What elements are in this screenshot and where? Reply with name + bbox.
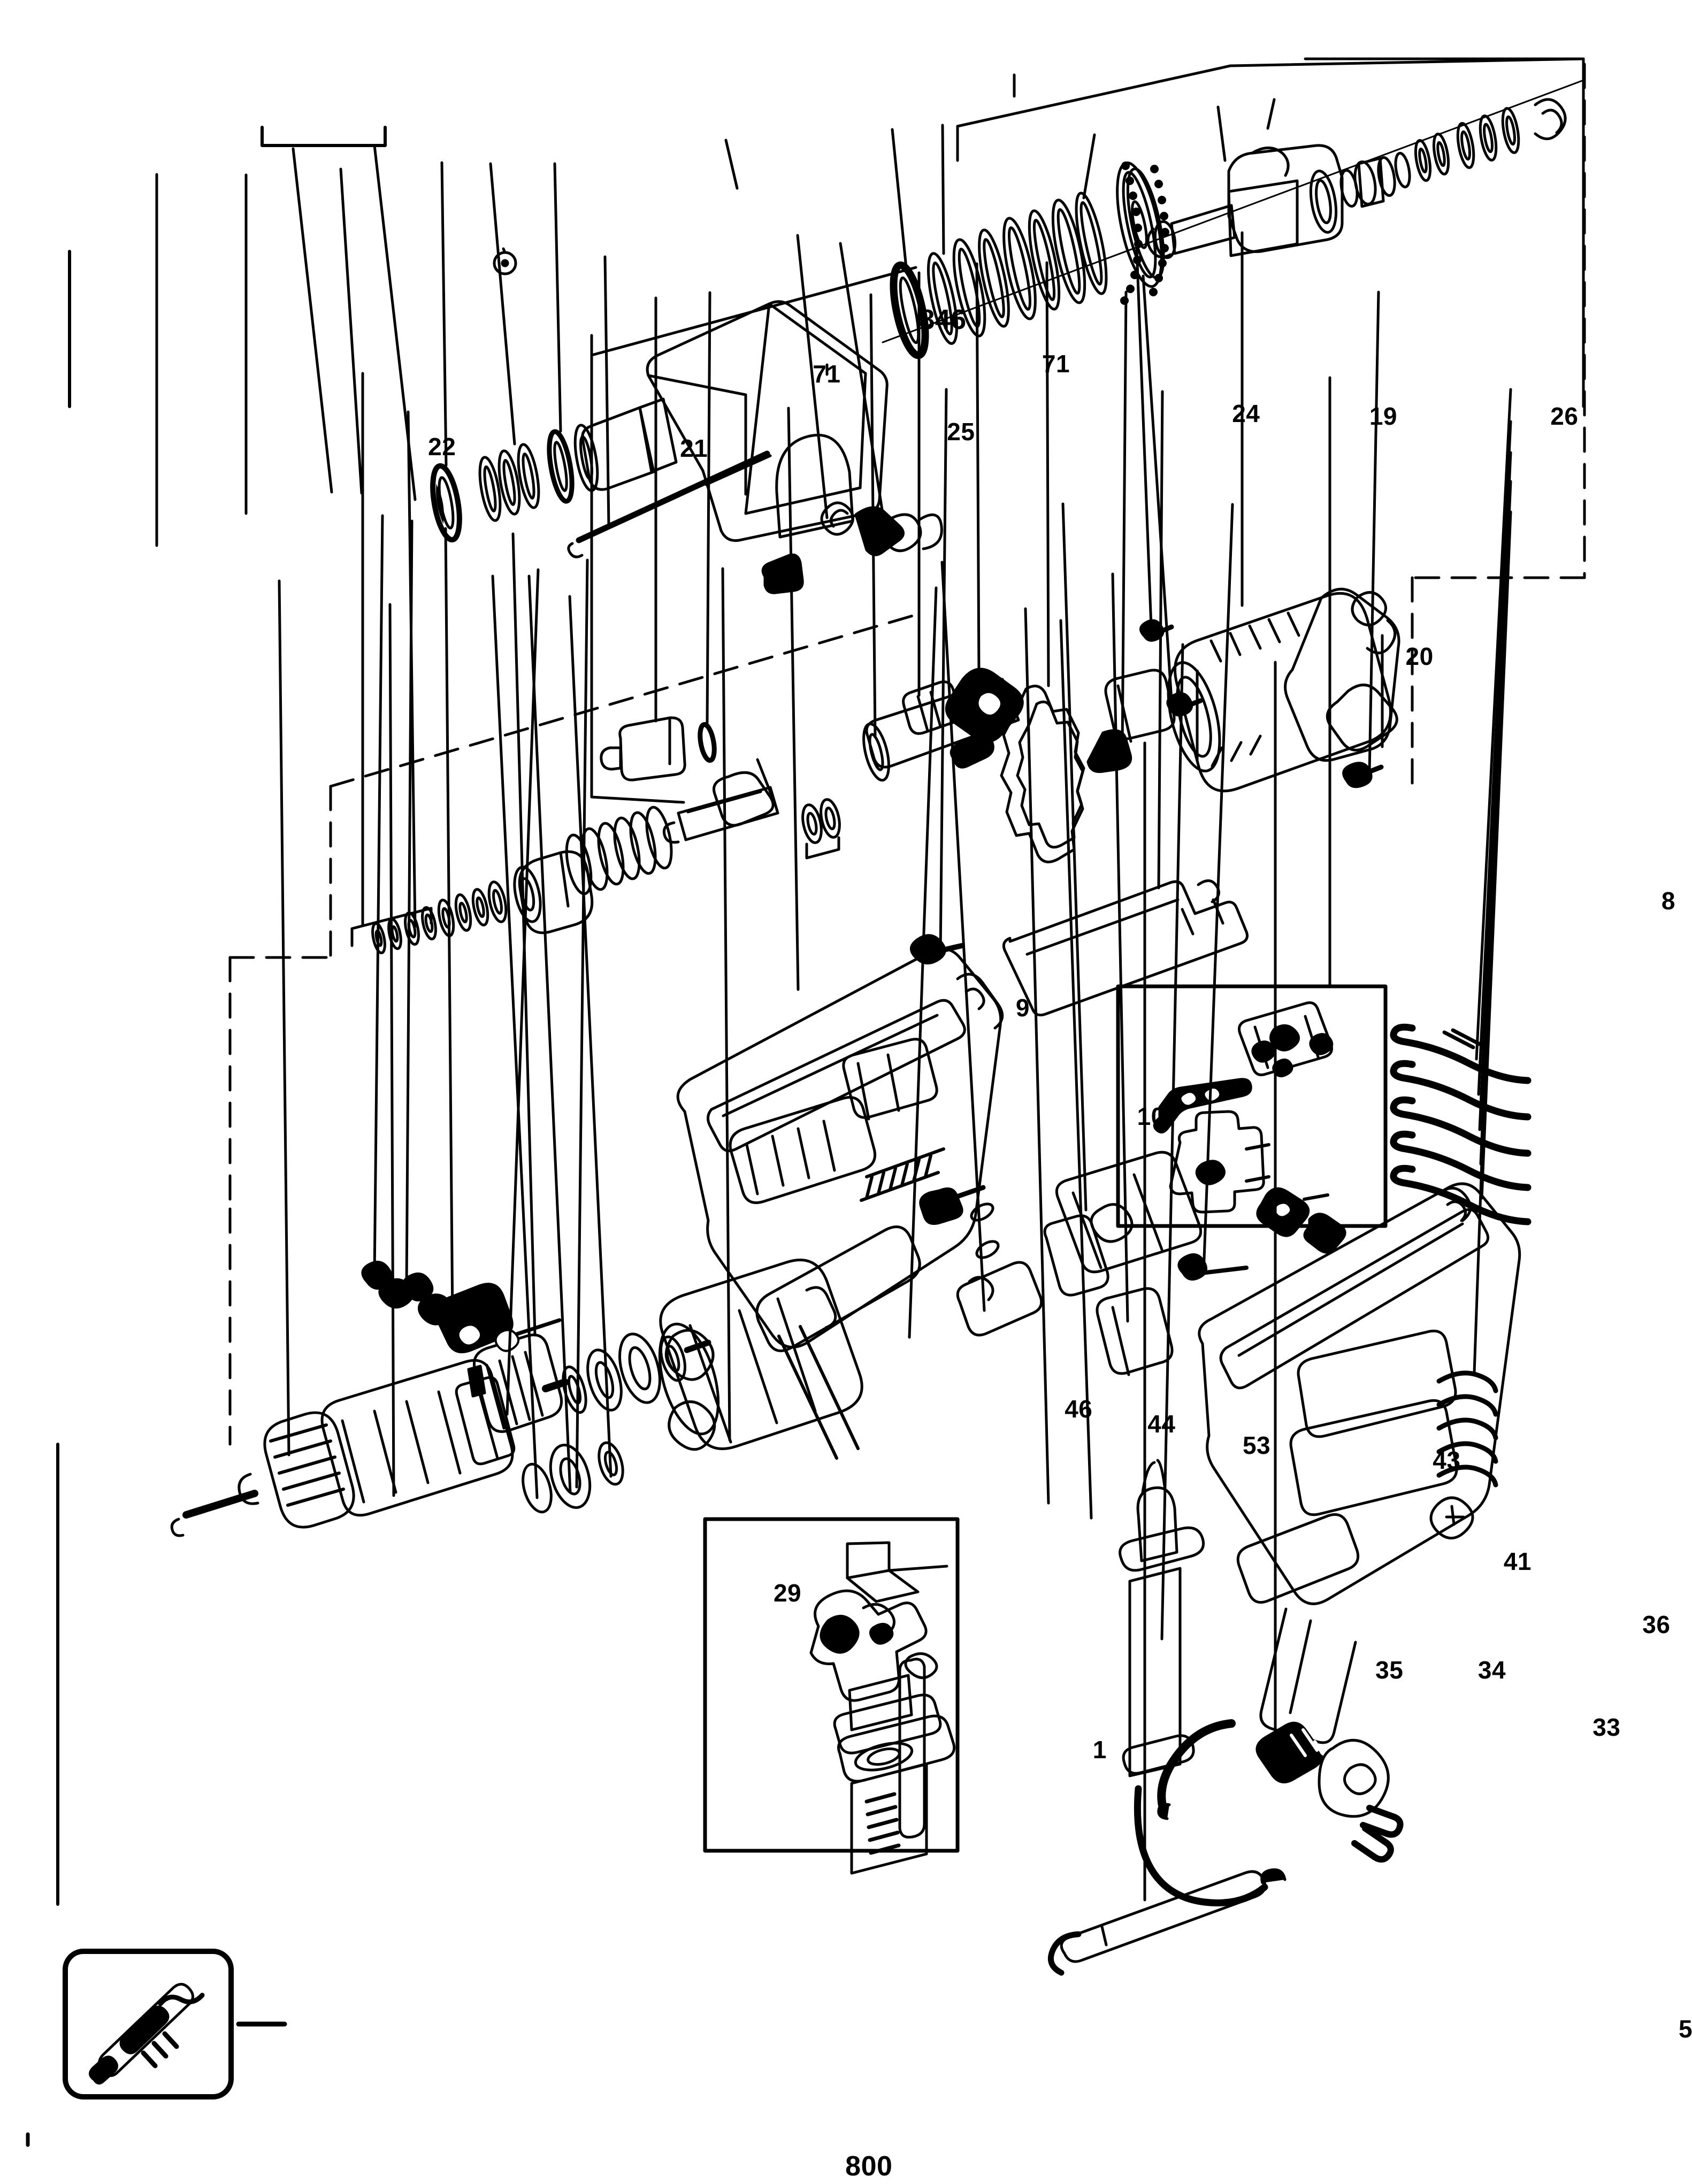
- dashed-boundary-lower: [228, 956, 332, 1446]
- callout-71: 71: [1042, 349, 1070, 378]
- callout-44: 44: [1147, 1410, 1176, 1438]
- callout-43: 43: [1433, 1446, 1461, 1474]
- dashed-boundary-upper-right: [1411, 63, 1586, 579]
- callout-29: 29: [773, 1578, 802, 1607]
- inset-box-800: [63, 1949, 287, 2099]
- callout-8: 8: [1661, 886, 1675, 915]
- brush-cluster: [361, 1261, 562, 1466]
- inset-box-56: [703, 1517, 960, 1875]
- power-plug-63: [1157, 1719, 1404, 1863]
- callout-56: 56: [1678, 2014, 1692, 2043]
- washer-stack-58: [890, 161, 1169, 359]
- callout-71: 71: [813, 360, 841, 388]
- callout-53: 53: [1242, 1431, 1271, 1459]
- allen-key-57: [1048, 1870, 1267, 1976]
- callout-19: 19: [1369, 402, 1398, 431]
- callout-26: 26: [1550, 402, 1579, 431]
- field-stator-2: [522, 1259, 863, 1514]
- spindle-assembly-13: [882, 79, 1584, 343]
- bracket-59: [805, 836, 840, 860]
- callout-34: 34: [1477, 1656, 1506, 1684]
- callout-36: 36: [1642, 1611, 1671, 1639]
- motor-housing-28: [1167, 587, 1400, 793]
- callout-1: 1: [1092, 1736, 1107, 1764]
- callout-35: 35: [1375, 1656, 1404, 1684]
- callout-41: 41: [1503, 1547, 1532, 1575]
- callout-800: 800: [845, 2150, 893, 2182]
- housing-left-32: [676, 934, 1004, 1460]
- callout-20: 20: [1405, 642, 1434, 670]
- callout-33: 33: [1593, 1713, 1621, 1741]
- callout-46: 46: [1065, 1394, 1093, 1423]
- lead-wire-set: [1390, 1023, 1532, 1225]
- callout-9: 9: [1015, 993, 1030, 1022]
- callout-21: 21: [680, 434, 708, 462]
- callout-846: 846: [919, 304, 967, 335]
- dashed-boundary-middle: [329, 576, 1414, 959]
- callout-25: 25: [947, 417, 975, 446]
- callout-22: 22: [428, 432, 456, 461]
- armature-group-8: [350, 619, 1203, 954]
- callout-10: 10: [1137, 1102, 1165, 1130]
- inset-box-66: [1116, 984, 1388, 1254]
- leader-lines: [155, 73, 1512, 1902]
- callout-24: 24: [1232, 399, 1260, 427]
